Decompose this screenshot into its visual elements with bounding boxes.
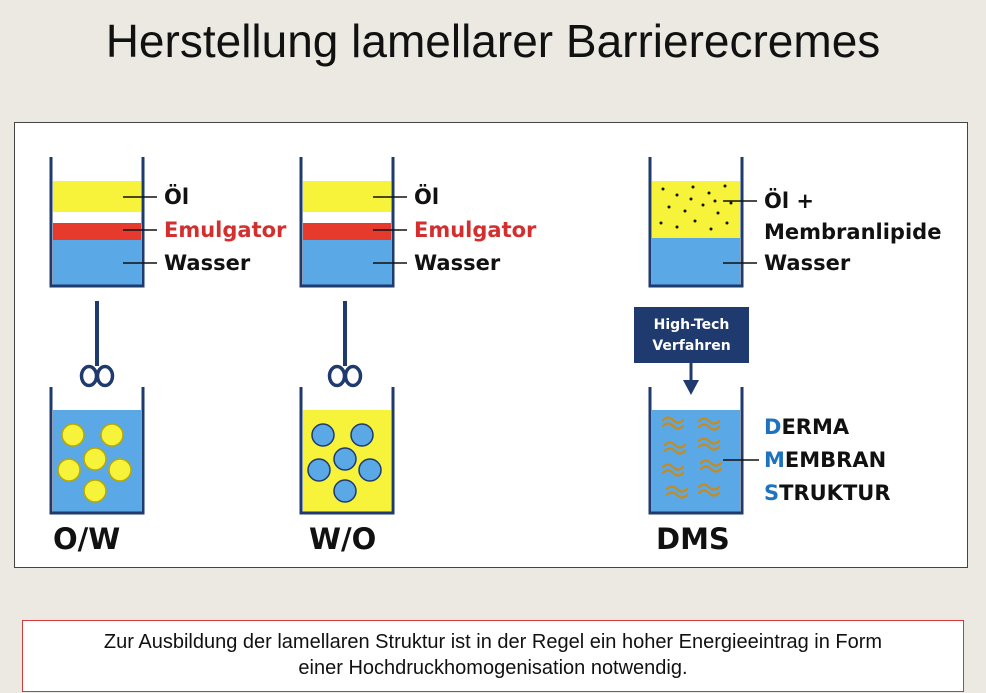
dms-top-beaker: Öl + Membranlipide Wasser: [648, 157, 941, 288]
lipid-dots: [659, 184, 733, 231]
water-droplets: [307, 423, 382, 503]
ow-label: O/W: [53, 522, 120, 556]
down-arrow-icon: [683, 363, 699, 395]
wo-label: W/O: [309, 522, 376, 556]
beaker-outline: [299, 387, 395, 515]
info-note-box: Zur Ausbildung der lamellaren Struktur i…: [22, 620, 964, 692]
emulsifier-label: Emulgator: [414, 218, 537, 242]
water-label: Wasser: [164, 251, 251, 275]
process-line1: High-Tech: [654, 317, 730, 333]
beaker-outline: [299, 157, 395, 288]
process-line2: Verfahren: [652, 338, 730, 354]
diagram-panel: Öl Emulgator Wasser O/W Öl Emulgator Was…: [14, 122, 968, 568]
beaker-outline: [49, 157, 145, 288]
oil-lipid-label-line1: Öl +: [764, 188, 814, 213]
acronym-line-membran: MEMBRAN: [764, 448, 886, 472]
ow-stirrer-icon: [79, 301, 115, 388]
ow-bottom-beaker: [49, 387, 145, 515]
emulsifier-layer: [53, 223, 141, 240]
beaker-outline: [648, 157, 744, 288]
dms-label: DMS: [656, 522, 730, 556]
dms-bottom-beaker: [648, 387, 759, 515]
oil-label: Öl: [414, 184, 439, 209]
beaker-outline: [49, 387, 145, 515]
oil-lipid-layer: [652, 181, 740, 238]
oil-label: Öl: [164, 184, 189, 209]
water-label: Wasser: [414, 251, 501, 275]
page-title: Herstellung lamellarer Barrierecremes: [105, 15, 881, 67]
process-box: High-Tech Verfahren: [634, 307, 749, 363]
note-line1: Zur Ausbildung der lamellaren Struktur i…: [103, 631, 883, 653]
water-label: Wasser: [764, 251, 851, 275]
note-line2: einer Hochdruckhomogenisation notwendig.: [298, 657, 688, 679]
oil-lipid-label-line2: Membranlipide: [764, 220, 941, 244]
water-layer: [652, 238, 740, 285]
wo-bottom-beaker: [299, 387, 395, 515]
beaker-outline: [648, 387, 744, 515]
wo-stirrer-icon: [327, 301, 363, 388]
emulsion-diagram: Öl Emulgator Wasser O/W Öl Emulgator Was…: [49, 157, 941, 556]
ow-top-beaker: Öl Emulgator Wasser: [49, 157, 287, 288]
lamellar-structures: [661, 416, 723, 499]
dms-acronym: DERMA MEMBRAN STRUKTUR: [764, 415, 891, 505]
oil-droplets: [57, 423, 132, 503]
acronym-line-struktur: STRUKTUR: [764, 481, 891, 505]
wo-top-beaker: Öl Emulgator Wasser: [299, 157, 537, 288]
emulsifier-layer: [303, 223, 391, 240]
emulsifier-label: Emulgator: [164, 218, 287, 242]
acronym-line-derma: DERMA: [764, 415, 850, 439]
